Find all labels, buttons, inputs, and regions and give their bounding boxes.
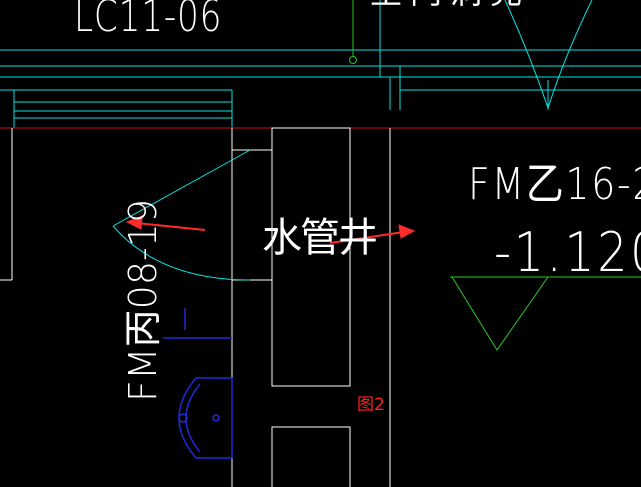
cyan-rail-lines xyxy=(0,0,641,128)
door-tag-right: FM乙16-2 xyxy=(468,159,641,210)
door-tag-left: FM丙08-19 xyxy=(121,198,165,402)
room-name-label: 水管井 xyxy=(262,215,378,261)
top-right-label-fragment: 至门洞完 xyxy=(370,0,530,8)
elevation-value: -1.120 xyxy=(494,221,641,284)
annotation-arrow-icon xyxy=(125,215,206,231)
washbasin-icon xyxy=(163,308,233,459)
top-drawing-label: LC11-06 xyxy=(74,0,223,42)
figure-label: 图2 xyxy=(357,395,385,415)
annotation-arrow-icon xyxy=(329,224,416,244)
door-swing-left xyxy=(112,149,251,281)
door-swing-arcs-top xyxy=(504,0,593,110)
elevation-triangle-icon xyxy=(450,276,641,351)
wall-lines xyxy=(0,127,391,487)
green-leader xyxy=(349,0,357,64)
